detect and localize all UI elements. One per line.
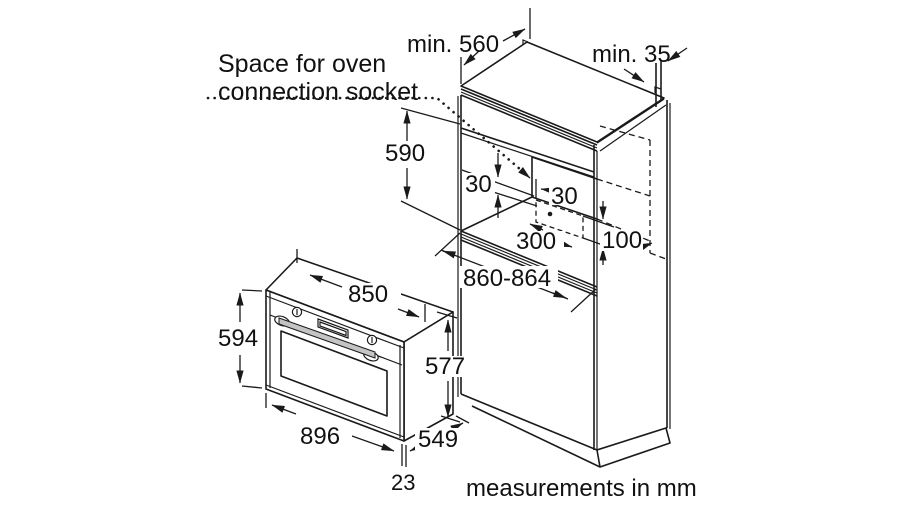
dim-socket-width: 300 bbox=[513, 223, 573, 255]
dim-oven-body-height: 577 bbox=[422, 311, 470, 423]
dim-rear-gap: min. 35 bbox=[592, 41, 688, 83]
dim-label-niche-height: 590 bbox=[385, 140, 425, 167]
front-left-edge bbox=[457, 95, 462, 397]
oven-knob-right bbox=[366, 334, 378, 346]
dim-oven-body-width: 850 bbox=[296, 249, 426, 322]
socket-note-line2: connection socket bbox=[218, 78, 418, 106]
rear-gap-lines bbox=[655, 61, 662, 107]
dim-oven-front-width: 896 bbox=[265, 393, 395, 452]
dim-socket-offset-vertical: 30 bbox=[461, 153, 538, 218]
socket-dot bbox=[547, 211, 553, 217]
dimension-annotations: min. 560 min. 35 590 30 bbox=[218, 8, 688, 495]
dim-label-oven-body-height: 577 bbox=[425, 353, 465, 380]
plinth bbox=[460, 393, 671, 468]
hidden-lines bbox=[596, 125, 667, 260]
socket-note-line1: Space for oven bbox=[218, 50, 386, 78]
dim-socket-height: 100 bbox=[582, 201, 653, 265]
dim-label-oven-front-height: 594 bbox=[218, 325, 258, 352]
handle-bar bbox=[278, 317, 376, 359]
socket-note-leader bbox=[206, 96, 523, 172]
dim-niche-width: 860-864 bbox=[434, 232, 597, 313]
dim-label-frame-overhang: 23 bbox=[391, 470, 415, 495]
dim-label-oven-depth: 549 bbox=[418, 426, 458, 453]
dim-label-socket-offset-vertical: 30 bbox=[465, 171, 492, 198]
socket-note-leader-arrow bbox=[518, 167, 531, 179]
cabinet bbox=[457, 39, 671, 468]
worktop-top-face bbox=[460, 41, 665, 143]
dim-label-socket-height: 100 bbox=[602, 227, 642, 254]
oven-display bbox=[317, 318, 349, 339]
dim-worktop-depth: min. 560 bbox=[407, 8, 531, 84]
worktop-front-edge bbox=[460, 88, 598, 152]
dim-label-worktop-depth: min. 560 bbox=[407, 31, 499, 58]
dim-label-socket-offset-horizontal: 30 bbox=[551, 183, 578, 210]
oven-handle bbox=[274, 315, 379, 362]
dim-label-niche-width: 860-864 bbox=[463, 265, 551, 292]
dim-label-rear-gap: min. 35 bbox=[592, 41, 671, 68]
niche-interior bbox=[460, 156, 598, 232]
units-note: measurements in mm bbox=[466, 475, 697, 502]
worktop-notches bbox=[522, 39, 662, 93]
dim-oven-front-height: 594 bbox=[218, 289, 263, 389]
oven-knob-left bbox=[291, 306, 303, 318]
dim-label-oven-body-width: 850 bbox=[348, 281, 388, 308]
dim-frame-overhang: 23 bbox=[391, 444, 415, 495]
oven-window bbox=[280, 330, 388, 417]
socket-note: Space for oven connection socket bbox=[206, 50, 531, 179]
dim-socket-offset-horizontal: 30 bbox=[535, 179, 586, 210]
dim-niche-height: 590 bbox=[382, 107, 461, 231]
dim-oven-depth: 549 bbox=[409, 415, 470, 453]
dim-label-socket-width: 300 bbox=[516, 228, 556, 255]
side-panel bbox=[593, 98, 671, 451]
dim-label-oven-front-width: 896 bbox=[300, 423, 340, 450]
